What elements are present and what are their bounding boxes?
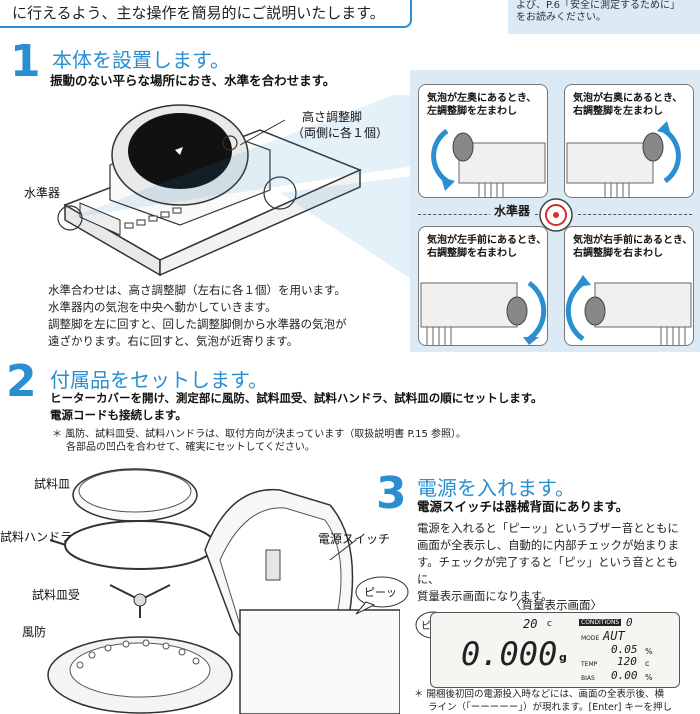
label-sample-pan: 試料皿 bbox=[34, 477, 71, 491]
label-pan-support: 試料皿受 bbox=[32, 588, 81, 602]
step2-note-line1: ＊ 風防、試料皿受、試料ハンドラは、取付方向が決まっています（取扱説明書 P.1… bbox=[52, 429, 467, 440]
step3-title: 電源を入れます。 bbox=[417, 476, 575, 500]
lcd-mode-value: AUT bbox=[603, 629, 625, 643]
step3-body-line: 質量表示画面になります。 bbox=[417, 589, 553, 603]
label-height-leg-note: （両側に各１個） bbox=[292, 126, 389, 140]
lcd-top-unit: c bbox=[547, 619, 552, 629]
quadrant-bottom-right: 気泡が右手前にあるとき、右調整脚を右まわし bbox=[564, 226, 694, 346]
step1-body-line: 水準器内の気泡を中央へ動かしていきます。 bbox=[48, 300, 277, 314]
lcd-temp-value: 120 bbox=[617, 655, 637, 668]
intro-text: に行えるよう、主な操作を簡易的にご説明いたします。 bbox=[12, 4, 385, 22]
step3-body-line: 電源を入れると「ピーッ」というブザー音とともに bbox=[417, 521, 679, 535]
label-sample-handler: 試料ハンドラ bbox=[0, 530, 73, 544]
lcd-rate-unit: % bbox=[645, 647, 653, 656]
step2-title: 付属品をセットします。 bbox=[50, 368, 268, 392]
rotate-right-arrow-icon bbox=[565, 280, 585, 342]
step1-number: 1 bbox=[10, 36, 41, 87]
lcd-temp-label: TEMP bbox=[581, 661, 598, 668]
step2-subtitle-line2: 電源コードも接続します。 bbox=[50, 408, 187, 422]
bl-line2: 右調整脚を右まわし bbox=[427, 248, 517, 259]
step3-body-line: す。チェックが完了すると「ピッ」という音とともに、 bbox=[417, 555, 678, 586]
lcd-main-unit: g bbox=[559, 651, 567, 664]
level-target-icon bbox=[539, 198, 573, 232]
lcd-bias-unit: % bbox=[645, 673, 653, 682]
step2-note-line2: 各部品の凹凸を合わせて、確実にセットしてください。 bbox=[66, 442, 315, 453]
step2-number: 2 bbox=[6, 356, 37, 407]
step3-footnote-line1: ＊ 開梱後初回の電源投入時などには、画面の全表示後、横 bbox=[414, 689, 665, 700]
quadrant-top-left: 気泡が左奥にあるとき、左調整脚を左まわし bbox=[418, 84, 548, 198]
bubble-long-text: ピーッ bbox=[364, 586, 397, 599]
step1-body-line: 水準合わせは、高さ調整脚（左右に各１個）を用います。 bbox=[48, 283, 346, 297]
intro-banner: に行えるよう、主な操作を簡易的にご説明いたします。 bbox=[0, 0, 412, 28]
label-height-leg: 高さ調整脚 bbox=[302, 110, 363, 124]
top-note-line1: よび、P.6「安全に測定するために」 bbox=[516, 0, 681, 11]
tl-line1: 気泡が左奥にあるとき、 bbox=[427, 93, 537, 104]
rotate-left-arrow-icon bbox=[431, 128, 449, 184]
step1-subtitle: 振動のない平らな場所におき、水準を合わせます。 bbox=[50, 73, 336, 88]
accessories-illustration bbox=[47, 468, 400, 714]
label-windshield: 風防 bbox=[22, 625, 47, 639]
tl-diagram bbox=[431, 128, 546, 197]
level-center-label: 水準器 bbox=[490, 202, 535, 219]
br-line2: 右調整脚を右まわし bbox=[573, 248, 663, 259]
tr-line2: 右調整脚を左まわし bbox=[573, 106, 663, 117]
analyzer-illustration bbox=[57, 95, 410, 279]
br-line1: 気泡が右手前にあるとき、 bbox=[573, 235, 693, 246]
step1-body: 水準合わせは、高さ調整脚（左右に各１個）を用います。 水準器内の気泡を中央へ動か… bbox=[48, 282, 408, 350]
rotate-right-arrow-icon bbox=[527, 280, 547, 342]
lcd-top-value: 20 bbox=[523, 617, 538, 631]
tr-diagram bbox=[566, 121, 681, 197]
label-power-switch: 電源スイッチ bbox=[318, 532, 391, 546]
lcd-bias-label: BIAS bbox=[581, 675, 595, 682]
step3-subtitle: 電源スイッチは器械背面にあります。 bbox=[417, 499, 629, 514]
rotate-left-arrow-icon bbox=[663, 128, 681, 184]
step1-title: 本体を設置します。 bbox=[52, 48, 230, 72]
step1-body-line: 遠ざかります。右に回すと、気泡が近寄ります。 bbox=[48, 334, 299, 348]
step3-body: 電源を入れると「ピーッ」というブザー音とともに 画面が全表示し、自動的に内部チェ… bbox=[417, 520, 700, 605]
step3-body-line: 画面が全表示し、自動的に内部チェックが始まりま bbox=[417, 538, 679, 552]
lcd-conditions-label: CONDITIONS bbox=[579, 619, 622, 626]
tr-line1: 気泡が右奥にあるとき、 bbox=[573, 93, 683, 104]
beep-bubble-long: ピーッ bbox=[352, 574, 410, 616]
br-diagram bbox=[565, 275, 692, 345]
bl-line1: 気泡が左手前にあるとき、 bbox=[427, 235, 547, 246]
level-adjust-panel: 気泡が左奥にあるとき、左調整脚を左まわし 気泡が右奥にあるとき、右調整脚を左まわ… bbox=[410, 70, 700, 352]
bl-diagram bbox=[420, 280, 547, 345]
step3-number: 3 bbox=[376, 468, 407, 519]
lcd-display: 20 c 0.000 g CONDITIONS 0 MODE AUT 0.05 … bbox=[430, 612, 680, 688]
lcd-bias-value: 0.00 bbox=[611, 669, 638, 682]
lcd-main-value: 0.000 bbox=[461, 635, 558, 673]
label-level: 水準器 bbox=[24, 186, 61, 200]
lcd-rate-value: 0.05 bbox=[611, 643, 638, 656]
tl-line2: 左調整脚を左まわし bbox=[427, 106, 517, 117]
quadrant-top-right: 気泡が右奥にあるとき、右調整脚を左まわし bbox=[564, 84, 694, 198]
step2-subtitle-line1: ヒーターカバーを開け、測定部に風防、試料皿受、試料ハンドラ、試料皿の順にセットし… bbox=[50, 391, 543, 405]
top-note-line2: をお読みください。 bbox=[516, 12, 606, 23]
lcd-conditions-value: 0 bbox=[626, 616, 633, 629]
quadrant-bottom-left: 気泡が左手前にあるとき、右調整脚を右まわし bbox=[418, 226, 548, 346]
display-title: 〈質量表示画面〉 bbox=[510, 598, 602, 612]
level-center-row: 水準器 bbox=[410, 202, 700, 222]
lcd-temp-unit: c bbox=[645, 659, 650, 668]
step3-footnote-line2: ライン（「ーーーーー」）が現れます。[Enter] キーを押し bbox=[428, 702, 672, 713]
step1-body-line: 調整脚を左に回すと、回した調整脚側から水準器の気泡が bbox=[48, 317, 347, 331]
lcd-mode-label: MODE bbox=[581, 635, 600, 642]
top-right-note: よび、P.6「安全に測定するために」 をお読みください。 bbox=[508, 0, 700, 34]
